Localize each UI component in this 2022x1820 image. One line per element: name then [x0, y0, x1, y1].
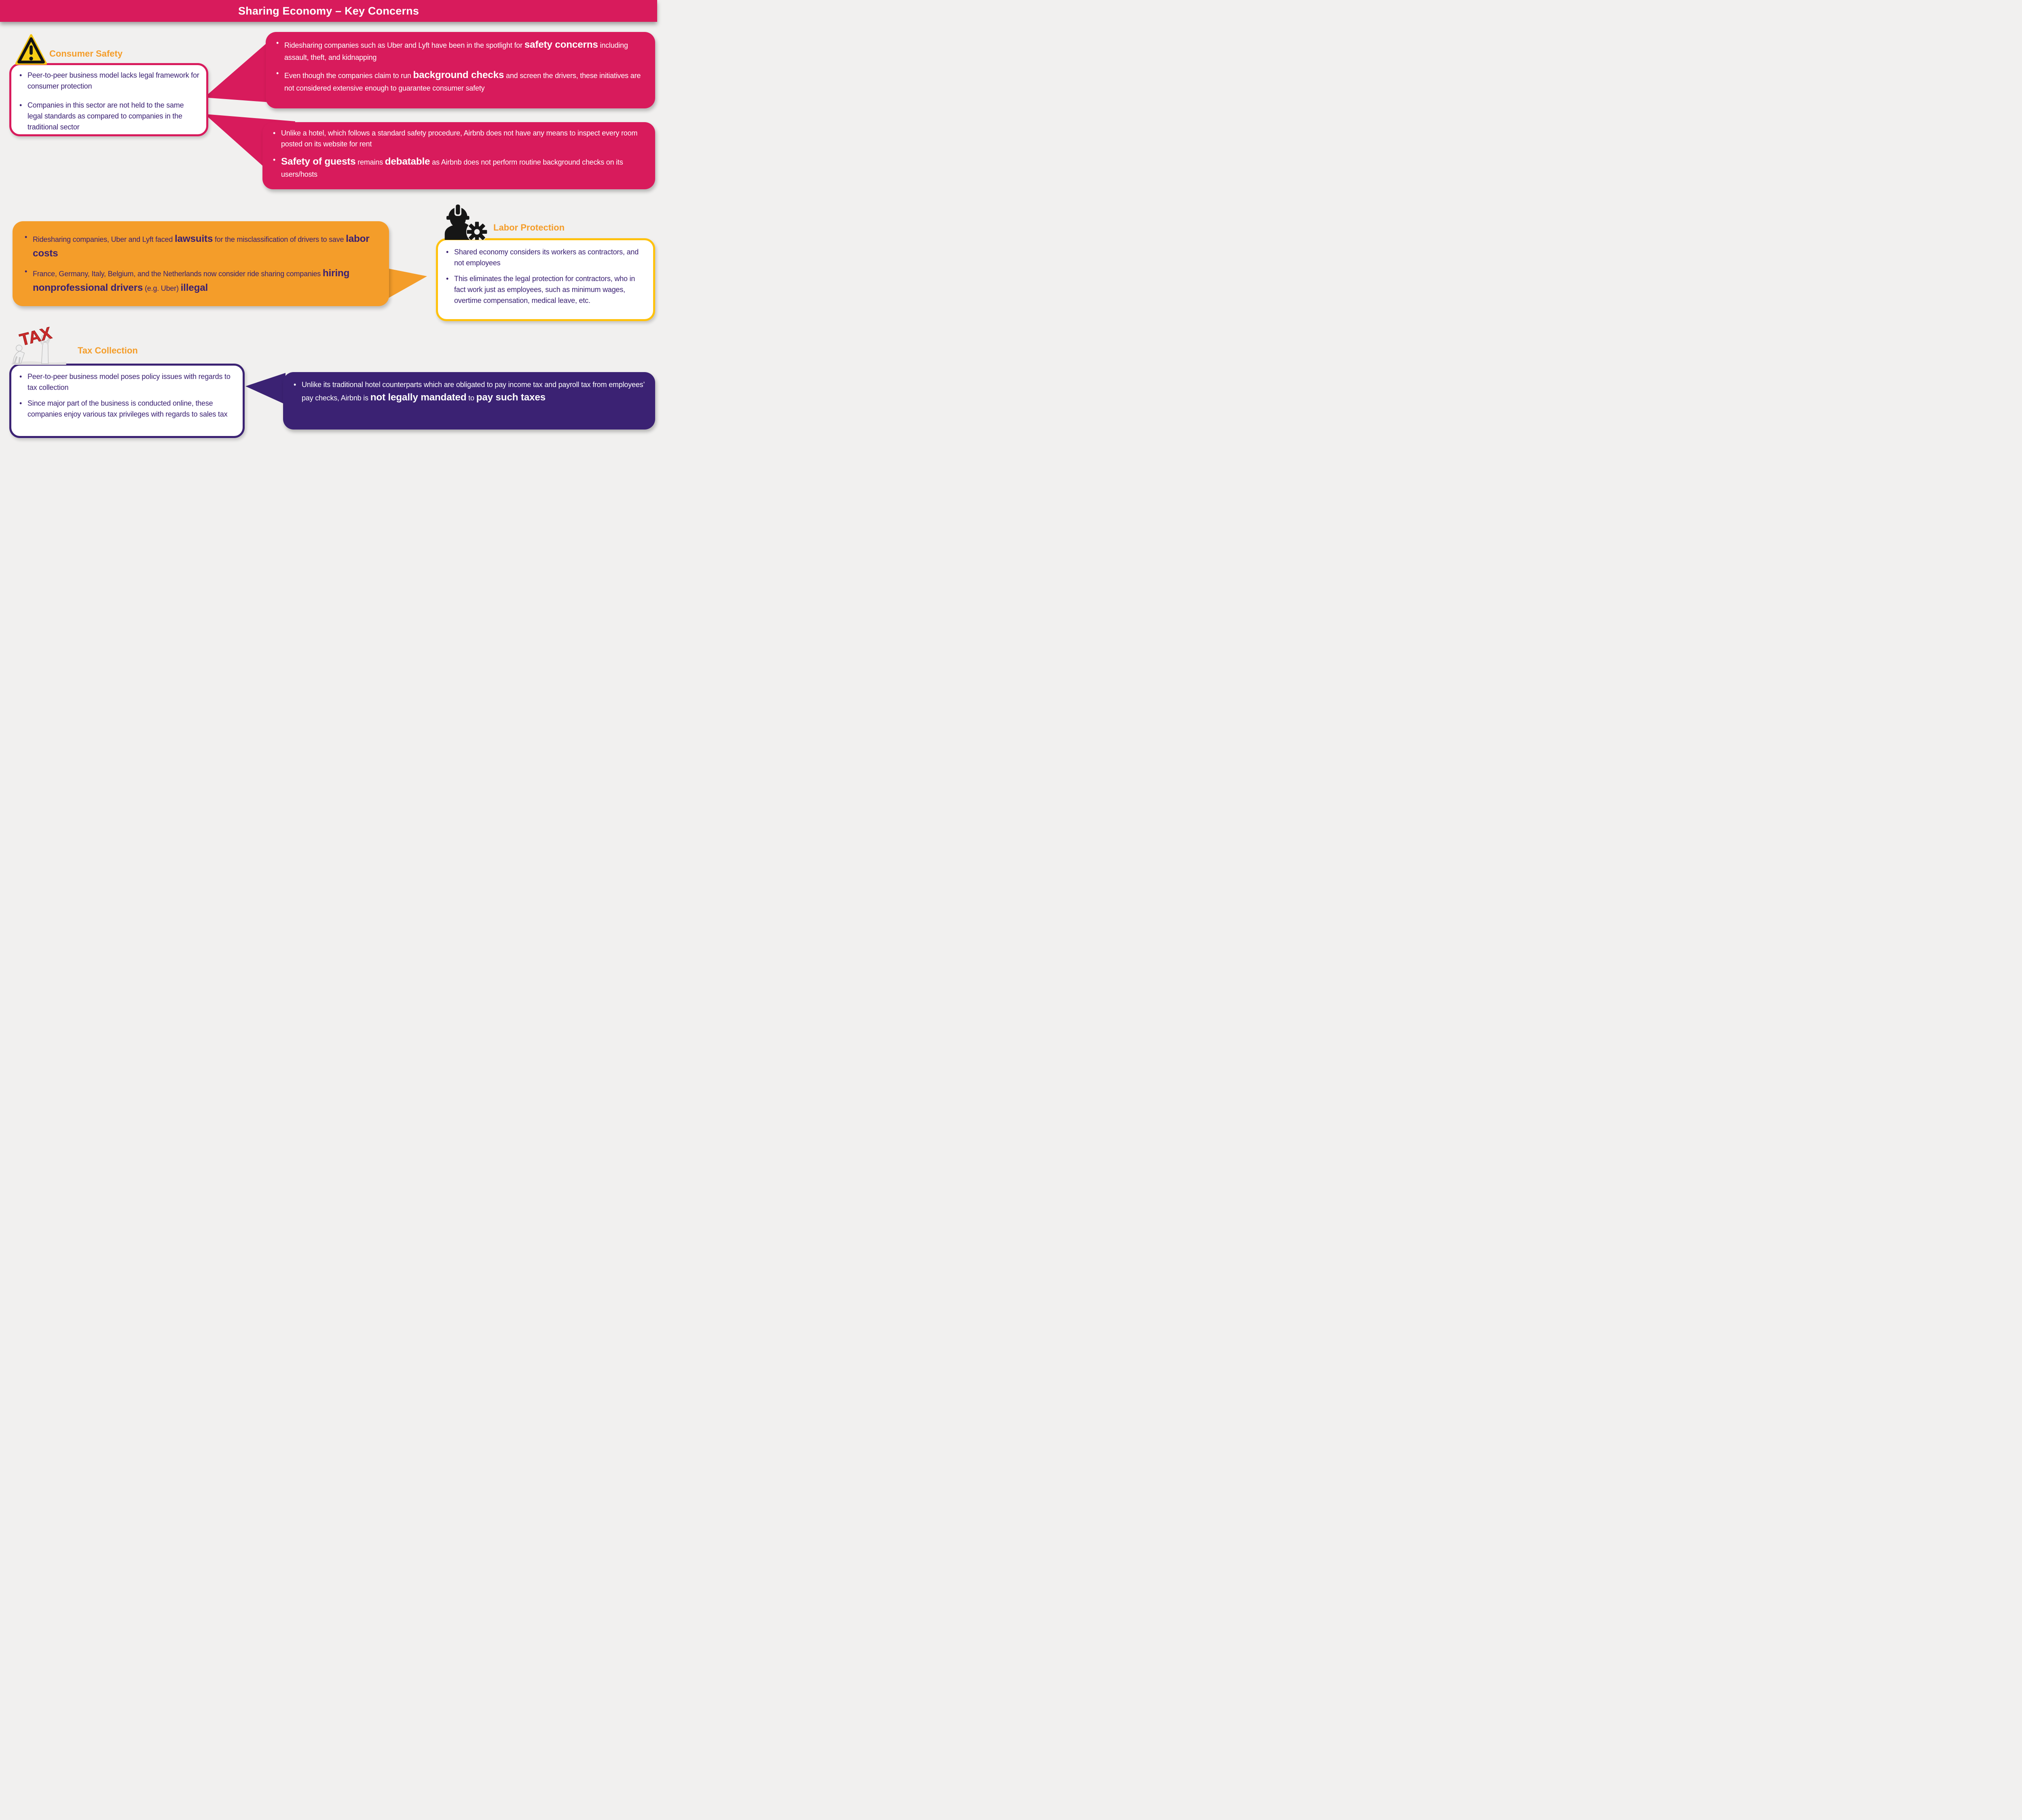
airbnb-tax-bullet-list: Unlike its traditional hotel counterpart… [292, 379, 645, 405]
bullet-item: Peer-to-peer business model lacks legal … [18, 70, 201, 92]
bullet-item: Unlike its traditional hotel counterpart… [292, 379, 645, 405]
bullet-item: Unlike a hotel, which follows a standard… [271, 128, 645, 150]
airbnb-safety-callout: Unlike a hotel, which follows a standard… [262, 122, 655, 189]
labor-protection-box: Shared economy considers its workers as … [436, 238, 655, 321]
consumer-safety-box: Peer-to-peer business model lacks legal … [9, 63, 208, 136]
ridesharing-safety-callout: Ridesharing companies such as Uber and L… [266, 32, 655, 108]
tax-collection-bullet-list: Peer-to-peer business model poses policy… [18, 371, 237, 420]
bullet-item: Shared economy considers its workers as … [444, 247, 647, 269]
slide-title-bar: Sharing Economy – Key Concerns [0, 0, 657, 22]
bullet-item: Peer-to-peer business model poses policy… [18, 371, 237, 393]
bullet-item: This eliminates the legal protection for… [444, 273, 647, 306]
bullet-item: Ridesharing companies, Uber and Lyft fac… [23, 232, 379, 261]
bullet-item: Safety of guests remains debatable as Ai… [271, 154, 645, 180]
labor-protection-bullet-list: Shared economy considers its workers as … [444, 247, 647, 306]
airbnb-safety-bullet-list: Unlike a hotel, which follows a standard… [271, 128, 645, 180]
labor-protection-heading: Labor Protection [493, 222, 565, 233]
consumer-safety-bullet-list: Peer-to-peer business model lacks legal … [18, 70, 201, 133]
bullet-item: Companies in this sector are not held to… [18, 100, 201, 133]
tail-airbnbtax-to-tax [245, 373, 286, 404]
warning-triangle-icon [15, 33, 47, 66]
labor-lawsuits-callout: Ridesharing companies, Uber and Lyft fac… [13, 221, 389, 306]
tax-collection-heading: Tax Collection [78, 345, 138, 356]
bullet-item: Since major part of the business is cond… [18, 398, 237, 420]
labor-lawsuits-bullet-list: Ridesharing companies, Uber and Lyft fac… [23, 232, 379, 296]
consumer-safety-heading: Consumer Safety [49, 49, 123, 59]
tail-lawsuits-to-labor [386, 268, 427, 299]
bullet-item: Ridesharing companies such as Uber and L… [275, 38, 645, 63]
worker-gear-icon [443, 203, 489, 243]
page-title: Sharing Economy – Key Concerns [238, 4, 419, 17]
slide: { "title": "Sharing Economy – Key Concer… [0, 0, 657, 455]
ridesharing-safety-bullet-list: Ridesharing companies such as Uber and L… [275, 38, 645, 94]
tax-collection-box: Peer-to-peer business model poses policy… [9, 364, 245, 438]
bullet-item: France, Germany, Italy, Belgium, and the… [23, 266, 379, 296]
airbnb-tax-callout: Unlike its traditional hotel counterpart… [283, 372, 655, 430]
bullet-item: Even though the companies claim to run b… [275, 68, 645, 93]
tax-carriers-icon: TAX [11, 323, 68, 365]
